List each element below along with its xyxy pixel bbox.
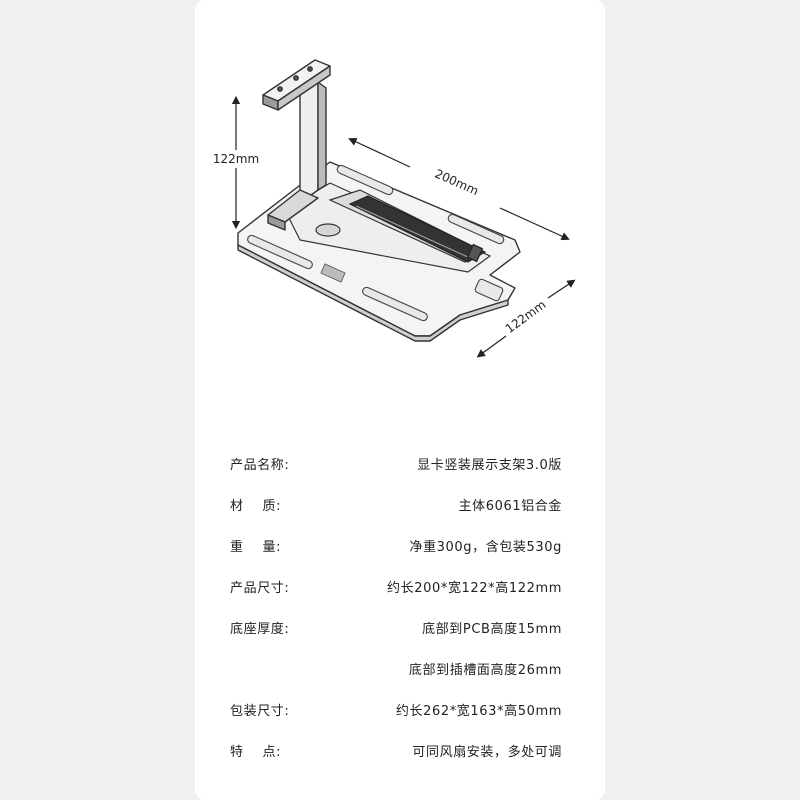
spec-list: 产品名称: 显卡竖装展示支架3.0版 材 质: 主体6061铝合金 重 量: 净… bbox=[230, 442, 562, 770]
spec-label: 特 点: bbox=[230, 745, 282, 760]
top-arm bbox=[262, 59, 331, 111]
spec-row: 包装尺寸: 约长262*宽163*高50mm bbox=[230, 688, 562, 729]
spec-row: 特 点: 可同风扇安装，多处可调 bbox=[230, 729, 562, 770]
spec-row: 产品名称: 显卡竖装展示支架3.0版 bbox=[230, 442, 562, 483]
spec-value: 底部到插槽面高度26mm bbox=[408, 663, 562, 678]
spec-label: 产品尺寸: bbox=[230, 581, 290, 596]
spec-value: 底部到PCB高度15mm bbox=[422, 622, 562, 637]
spec-label: 材 质: bbox=[230, 499, 282, 514]
spec-value: 约长262*宽163*高50mm bbox=[395, 704, 562, 719]
base-slots bbox=[247, 164, 505, 322]
width-dimension-arrow-bottom bbox=[476, 335, 507, 358]
spec-value: 可同风扇安装，多处可调 bbox=[412, 745, 562, 760]
length-dimension-arrow-right bbox=[499, 207, 570, 241]
spec-row: 底部到插槽面高度26mm bbox=[230, 647, 562, 688]
spec-value: 约长200*宽122*高122mm bbox=[387, 581, 562, 596]
product-card bbox=[195, 0, 605, 800]
vertical-bracket bbox=[267, 81, 327, 231]
spec-row: 材 质: 主体6061铝合金 bbox=[230, 483, 562, 524]
length-dimension-arrow-left bbox=[348, 137, 411, 168]
width-label: 122mm bbox=[503, 297, 549, 336]
spec-label: 产品名称: bbox=[230, 458, 290, 473]
spec-row: 产品尺寸: 约长200*宽122*高122mm bbox=[230, 565, 562, 606]
spec-row: 重 量: 净重300g，含包装530g bbox=[230, 524, 562, 565]
height-label-bg bbox=[205, 150, 267, 168]
width-dimension-arrow-top bbox=[547, 279, 576, 299]
spec-value: 显卡竖装展示支架3.0版 bbox=[417, 458, 562, 473]
logo-mark bbox=[320, 263, 346, 283]
height-label: 122mm bbox=[213, 152, 259, 166]
spec-label: 底座厚度: bbox=[230, 622, 290, 637]
spec-label: 重 量: bbox=[230, 540, 282, 555]
length-label: 200mm bbox=[433, 167, 481, 199]
spec-row: 底座厚度: 底部到PCB高度15mm bbox=[230, 606, 562, 647]
spec-label: 包装尺寸: bbox=[230, 704, 290, 719]
spec-value: 主体6061铝合金 bbox=[458, 499, 562, 514]
spec-value: 净重300g，含包装530g bbox=[409, 540, 562, 555]
pcie-slot bbox=[348, 195, 487, 263]
product-diagram: 122mm 200mm 122mm bbox=[205, 59, 576, 358]
